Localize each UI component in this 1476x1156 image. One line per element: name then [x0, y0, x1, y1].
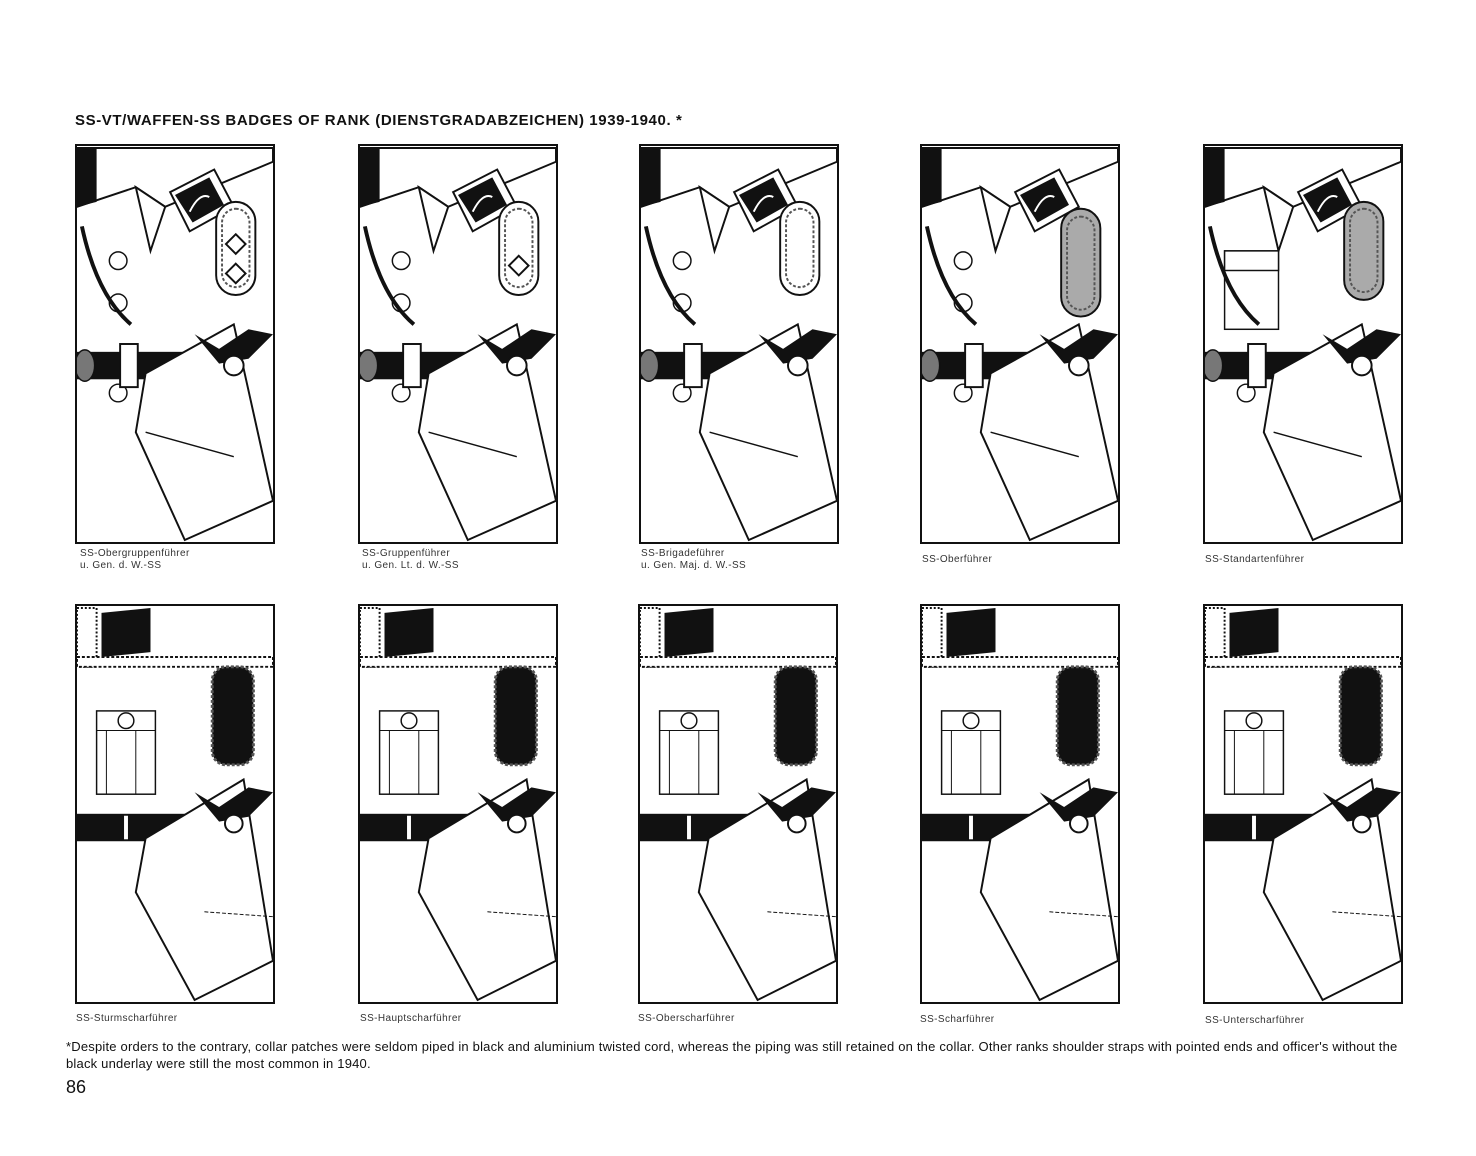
- rank-plate-standartenfuhrer: [1203, 144, 1403, 544]
- nco-tunic-illustration: [1205, 607, 1401, 1002]
- nco-tunic-illustration: [922, 607, 1118, 1002]
- rank-plate-unterscharfuhrer: [1203, 604, 1403, 1004]
- plate-caption: SS-Oberführer: [922, 554, 993, 565]
- rank-plate-oberfuhrer: [920, 144, 1120, 544]
- page-title: SS-VT/WAFFEN-SS BADGES OF RANK (DIENSTGR…: [75, 112, 683, 129]
- general-tunic-illustration: [360, 147, 556, 542]
- general-tunic-illustration: [77, 147, 273, 542]
- plate-caption: SS-Scharführer: [920, 1014, 995, 1025]
- rank-plate-hauptscharfuhrer: [358, 604, 558, 1004]
- nco-tunic-illustration: [640, 607, 836, 1002]
- general-tunic-illustration: [641, 147, 837, 542]
- officer-tunic-illustration: [1205, 147, 1401, 542]
- rank-plate-gruppenfuhrer: [358, 144, 558, 544]
- plate-caption: SS-Sturmscharführer: [76, 1013, 178, 1024]
- page-number: 86: [66, 1077, 87, 1097]
- plate-caption: SS-Oberscharführer: [638, 1013, 735, 1024]
- nco-tunic-illustration: [77, 607, 273, 1002]
- rank-plate-brigadefuhrer: [639, 144, 839, 544]
- plate-caption: SS-Standartenführer: [1205, 554, 1305, 565]
- footnote: *Despite orders to the contrary, collar …: [66, 1039, 1398, 1071]
- rank-plate-obergruppenfuhrer: [75, 144, 275, 544]
- rank-plate-sturmscharfuhrer: [75, 604, 275, 1004]
- officer-tunic-illustration: [922, 147, 1118, 542]
- plate-caption: SS-Unterscharführer: [1205, 1015, 1305, 1026]
- rank-plate-scharfuhrer: [920, 604, 1120, 1004]
- plate-caption: SS-Hauptscharführer: [360, 1013, 462, 1024]
- nco-tunic-illustration: [360, 607, 556, 1002]
- rank-plate-oberscharfuhrer: [638, 604, 838, 1004]
